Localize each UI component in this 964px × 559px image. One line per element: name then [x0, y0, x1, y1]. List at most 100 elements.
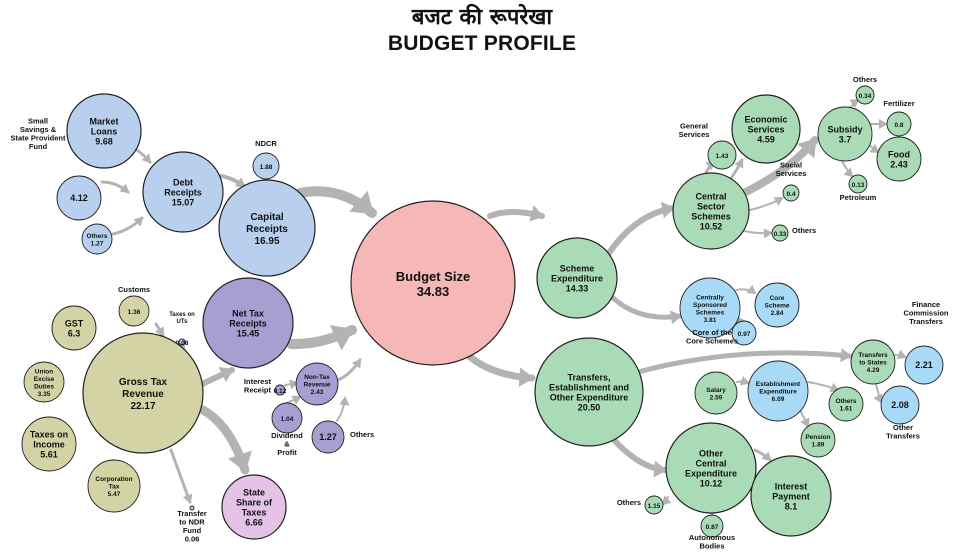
arrow-head: [840, 348, 852, 363]
node-circle: [747, 360, 809, 422]
node-value: 9.68: [95, 137, 113, 147]
node-value: 0.08: [176, 340, 189, 347]
arrow-head: [653, 460, 667, 478]
node-label: Dividend&Profit: [271, 431, 303, 457]
arrow-head: [800, 417, 810, 428]
arrow-head: [843, 167, 854, 178]
node-circle: [771, 224, 789, 242]
node-value: 2.84: [771, 310, 784, 317]
node-value: 0.4: [786, 191, 795, 198]
node-value: 1.36: [128, 309, 141, 316]
node-value: 6.3: [68, 329, 81, 339]
arrow-head: [234, 177, 246, 188]
arrow-head: [896, 349, 907, 360]
node-value: 20.50: [578, 403, 601, 413]
node-value: 1.88: [260, 164, 273, 171]
arrow-head: [797, 138, 817, 159]
node-circle: [311, 420, 345, 454]
node-label: Others: [792, 226, 816, 235]
arrow-head: [155, 326, 165, 337]
node-circle: [23, 361, 65, 403]
node-value: 4.29: [867, 367, 880, 374]
node-label: Petroleum: [840, 193, 877, 202]
node-value: 22.17: [130, 401, 155, 412]
node-circle: [848, 174, 868, 194]
node-value: 5.47: [108, 491, 121, 498]
arrow-head: [761, 451, 772, 462]
node-circle: [295, 362, 339, 406]
title-hindi: बजट की रूपरेखा: [411, 5, 553, 30]
node-value: 14.33: [566, 284, 589, 294]
title-english: BUDGET PROFILE: [387, 32, 577, 55]
node-value: 3.7: [839, 135, 852, 145]
node-value: 6.66: [245, 518, 263, 528]
arrow-head: [879, 119, 888, 129]
node-label: Others: [350, 430, 374, 439]
node-value: 4.12: [70, 193, 88, 203]
node-circle: [218, 179, 316, 277]
node-label: Others: [836, 398, 857, 405]
node-circle: [731, 94, 801, 164]
node-circle: [665, 422, 757, 514]
node-circle: [534, 337, 644, 447]
node-label: Salary: [706, 387, 726, 394]
node-value: 0.34: [859, 93, 872, 100]
node-value: 3.35: [38, 391, 51, 398]
arrow-head: [329, 324, 354, 351]
arrow-head: [734, 158, 744, 169]
node-value: 8.1: [785, 502, 798, 512]
arrow-head: [869, 143, 880, 154]
flow-arrow: [635, 350, 853, 375]
node-circle: [252, 152, 280, 180]
node-label: Others: [853, 75, 877, 84]
node-label: GST: [65, 319, 84, 329]
node-circle: [87, 459, 141, 513]
node-value: 0.33: [774, 231, 787, 238]
node-label: Budget Size: [396, 269, 470, 284]
node-label: Food: [888, 150, 910, 160]
node-circle: [21, 416, 77, 472]
node-circle: [750, 455, 832, 537]
node-circle: [782, 184, 800, 202]
arrow-head: [227, 450, 252, 472]
